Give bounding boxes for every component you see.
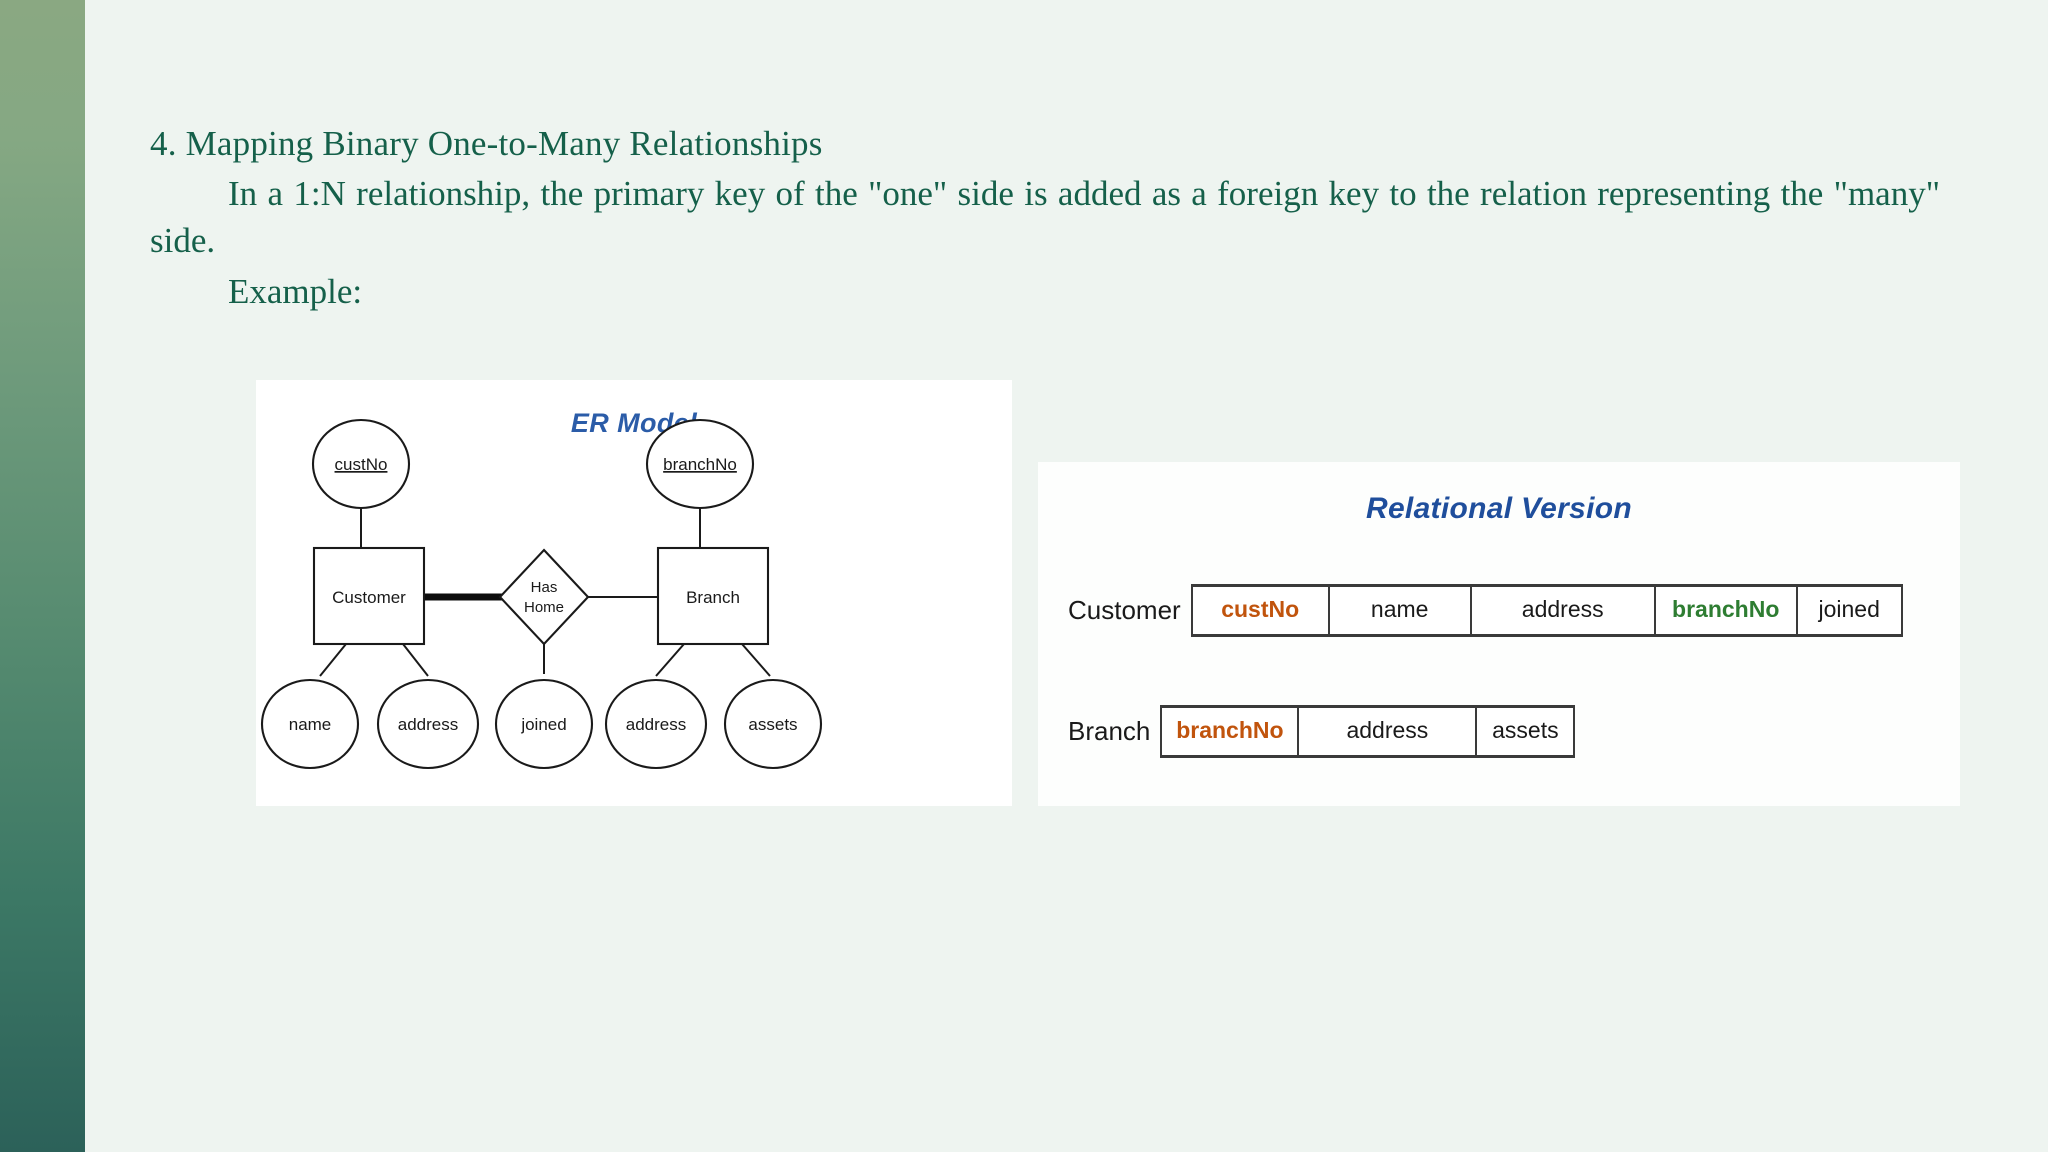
er-diagram-canvas: custNo branchNo Customer Branch Has Home (260, 418, 823, 770)
body-paragraph: In a 1:N relationship, the primary key o… (150, 173, 1940, 261)
column-joined: joined (1818, 596, 1880, 622)
entity-customer-label: Customer (332, 588, 406, 607)
entity-customer: Customer (312, 546, 426, 646)
relationship-has-home-label-line1: Has (531, 579, 558, 596)
column-branchno-fk: branchNo (1656, 587, 1798, 634)
example-label: Example: (228, 271, 363, 311)
attribute-cust-address-label: address (398, 715, 458, 734)
relation-branch-name: Branch (1068, 716, 1151, 746)
entity-branch: Branch (656, 546, 770, 646)
attribute-joined: joined (494, 678, 594, 770)
attribute-cust-name: name (260, 678, 360, 770)
column-name: name (1330, 587, 1472, 634)
column-branch-assets: assets (1492, 717, 1559, 743)
attribute-cust-address: address (376, 678, 480, 770)
attribute-branch-address-label: address (626, 715, 686, 734)
attribute-branch-assets: assets (723, 678, 823, 770)
relational-version-title: Relational Version (1365, 492, 1633, 525)
attribute-branch-address: address (604, 678, 708, 770)
link-customer-to-name (319, 643, 347, 677)
relation-customer: Customer custNo name address branchNo jo… (1068, 584, 1903, 637)
relation-customer-name: Customer (1068, 595, 1181, 625)
link-branch-to-assets (741, 643, 771, 677)
attribute-branch-assets-label: assets (748, 715, 797, 734)
page-title: 4. Mapping Binary One-to-Many Relationsh… (150, 124, 823, 163)
slide-accent-bar (0, 0, 85, 1152)
attribute-branchno-label: branchNo (663, 455, 737, 474)
attribute-custno: custNo (311, 418, 411, 510)
attribute-cust-name-label: name (289, 715, 332, 734)
prose-block: 4. Mapping Binary One-to-Many Relationsh… (150, 120, 1940, 315)
relationship-has-home-label-line2: Home (524, 599, 564, 616)
relationship-has-home: Has Home (498, 548, 590, 646)
link-customer-to-address (402, 643, 429, 677)
relation-branch: Branch branchNo address assets (1068, 705, 1576, 758)
relational-version-figure: Relational Version Customer custNo name … (1038, 462, 1960, 806)
column-branchno-pk: branchNo (1162, 708, 1300, 755)
attribute-custno-label: custNo (335, 455, 388, 474)
relation-customer-table: custNo name address branchNo joined (1190, 584, 1903, 637)
column-address: address (1472, 587, 1656, 634)
relation-branch-table: branchNo address assets (1160, 705, 1576, 758)
link-branch-to-address (655, 643, 685, 677)
attribute-joined-label: joined (520, 715, 566, 734)
entity-branch-label: Branch (686, 588, 740, 607)
attribute-branchno: branchNo (645, 418, 755, 510)
slide-content-area: 4. Mapping Binary One-to-Many Relationsh… (85, 0, 2048, 1152)
column-branch-address: address (1299, 708, 1478, 755)
er-model-figure: ER Model custNo (256, 380, 1012, 806)
column-custno: custNo (1193, 587, 1330, 634)
